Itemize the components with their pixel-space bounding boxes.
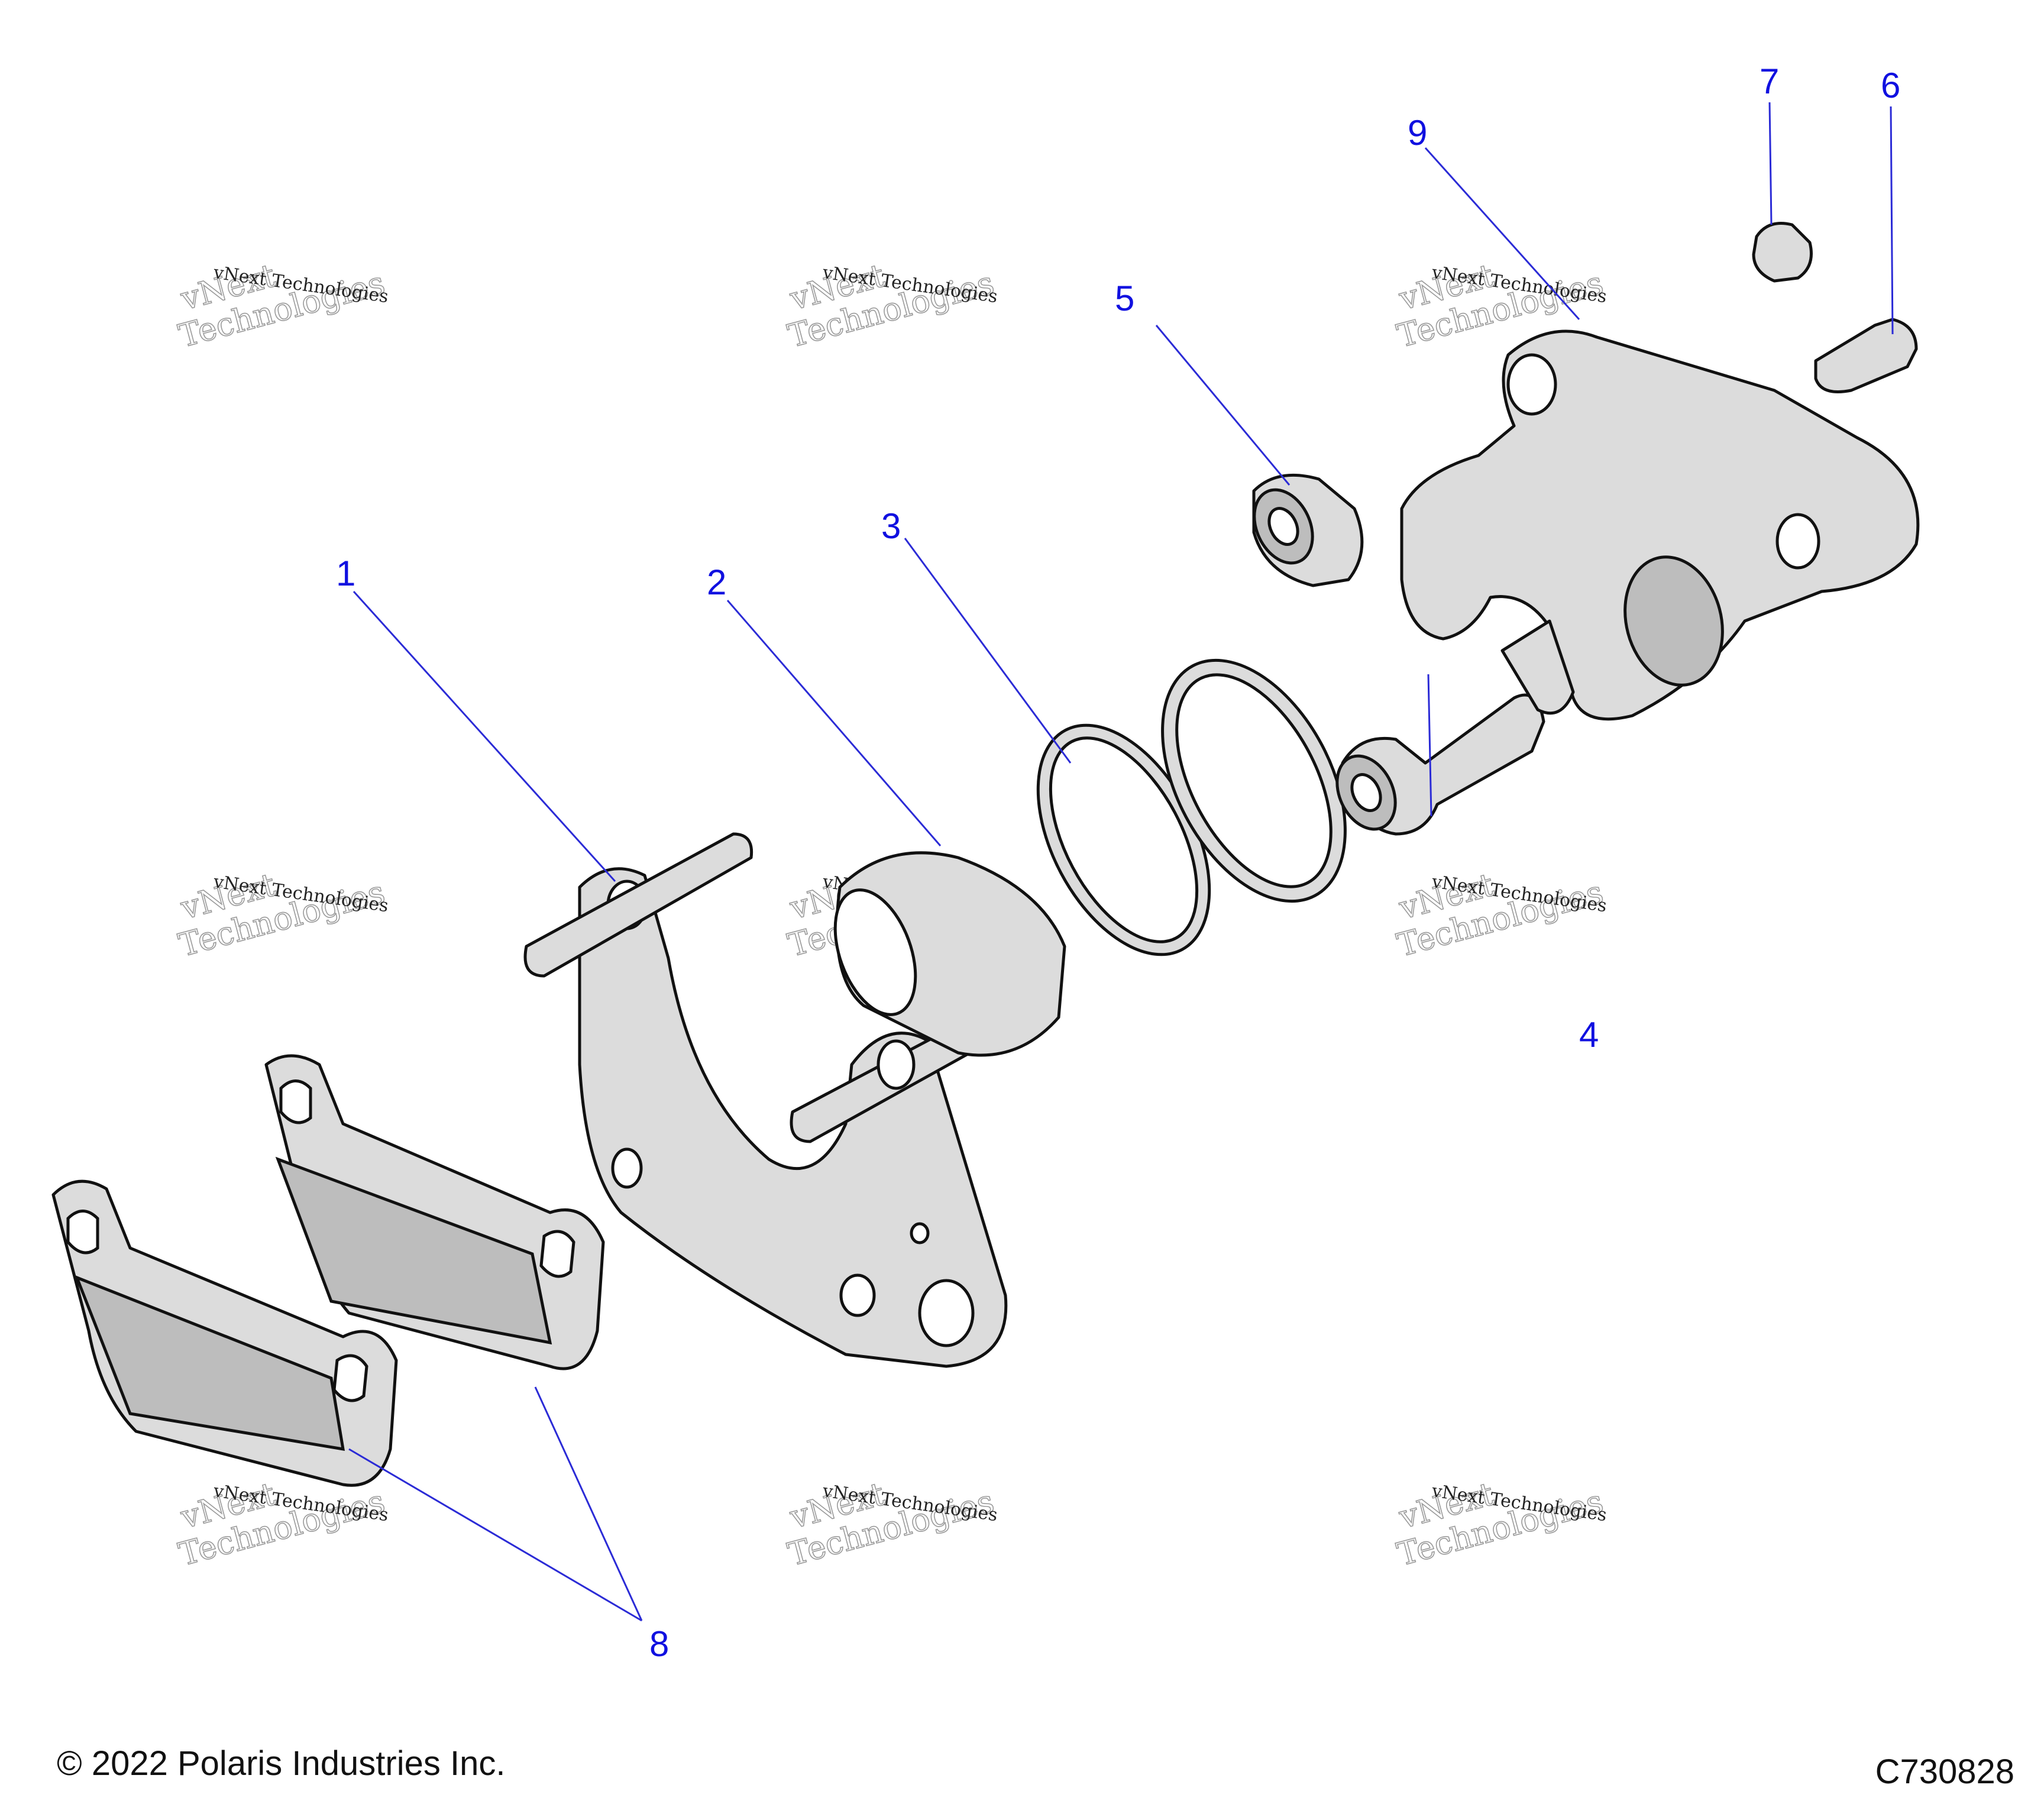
leader-line-6 <box>1890 106 1894 335</box>
leader-line-5 <box>1155 325 1291 486</box>
leader-line-8a <box>348 1448 642 1622</box>
watermark: vNext Technologies vNext Technologies <box>174 256 390 355</box>
callout-9: 9 <box>1408 113 1427 153</box>
seal-ring-inner <box>1161 658 1347 903</box>
callout-7: 7 <box>1760 62 1779 101</box>
brake-pad-front <box>264 1054 605 1370</box>
leader-line-7 <box>1768 102 1773 225</box>
copyright-text: © 2022 Polaris Industries Inc. <box>57 1744 506 1783</box>
drawing-number: C730828 <box>1875 1753 2014 1791</box>
seal-ring-outer <box>1036 723 1211 956</box>
callout-2: 2 <box>707 562 726 602</box>
leader-lines <box>348 102 1894 1622</box>
callout-labels: 1 2 3 4 5 6 7 8 9 <box>336 62 1900 1664</box>
bleeder-cap <box>1752 222 1813 283</box>
watermark: vNext Technologies vNext Technologies <box>784 256 999 355</box>
leader-line-4 <box>1427 674 1432 817</box>
leader-line-1 <box>352 590 616 882</box>
pin-boot <box>1252 473 1364 587</box>
sleeve <box>833 851 1066 1057</box>
bleeder-valve <box>1814 318 1918 393</box>
callout-3: 3 <box>881 506 901 546</box>
callout-6: 6 <box>1881 66 1900 105</box>
leader-line-2 <box>726 600 942 846</box>
watermark: vNext Technologies vNext Technologies <box>174 865 390 965</box>
brake-pad-rear <box>51 1179 398 1487</box>
watermark: vNext Technologies vNext Technologies <box>1393 1475 1608 1574</box>
watermark: vNext Technologies vNext Technologies <box>1393 865 1608 965</box>
leader-line-3 <box>904 538 1072 764</box>
callout-5: 5 <box>1115 279 1134 318</box>
callout-4: 4 <box>1579 1015 1599 1055</box>
watermark: vNext Technologies vNext Technologies <box>784 1475 999 1574</box>
leader-line-8b <box>534 1386 643 1621</box>
watermark: vNext Technologies vNext Technologies <box>174 1475 390 1574</box>
slide-pin-boot <box>1335 693 1545 836</box>
leader-line-9 <box>1424 147 1580 321</box>
caliper-body <box>1400 329 1920 721</box>
callout-8: 8 <box>649 1624 669 1664</box>
callout-1: 1 <box>336 554 355 593</box>
